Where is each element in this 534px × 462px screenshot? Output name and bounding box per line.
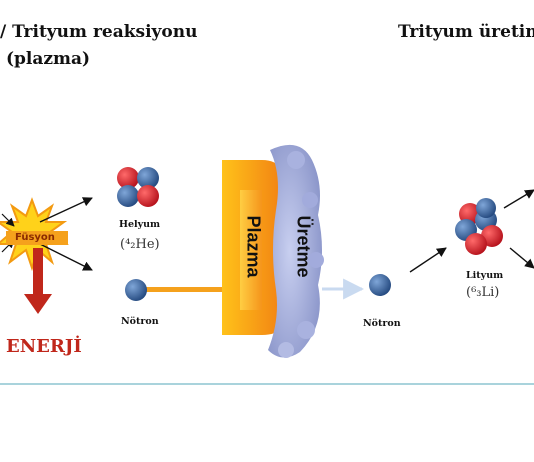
energy-label: ENERJİ	[6, 336, 82, 357]
arrow-lithium-out-upper	[503, 189, 534, 209]
breeding-label: Üretme	[293, 215, 314, 278]
breeding-blanket	[268, 144, 324, 358]
fusion-label: Füsyon	[15, 232, 55, 243]
neutron-beam-left	[146, 287, 224, 292]
title-left-line2: (plazma)	[6, 49, 91, 69]
arrow-burst-to-helium	[39, 197, 93, 223]
neutron-left-label: Nötron	[121, 316, 159, 327]
arrow-neutron-to-lithium	[409, 247, 447, 273]
helium-label: Helyum	[119, 219, 161, 230]
arrow-lithium-out-lower	[509, 247, 534, 269]
neutron-right-icon	[369, 274, 391, 296]
lithium-nucleus-icon	[455, 198, 503, 255]
fusion-label-box	[6, 231, 68, 245]
plasma-label: Plazma	[243, 215, 264, 278]
energy-arrow-icon	[24, 248, 52, 314]
title-left-line1: / Trityum reaksiyonu	[0, 22, 198, 42]
neutron-right-label: Nötron	[363, 318, 401, 329]
neutron-icon	[125, 279, 147, 301]
arrow-in-upper	[1, 213, 15, 227]
helium-formula: (⁴₂He)	[120, 237, 160, 252]
plasma-block	[222, 160, 290, 335]
arrow-burst-to-neutron	[39, 243, 93, 271]
lithium-formula: (⁶₃Li)	[466, 285, 500, 300]
helium-nucleus-icon	[117, 167, 159, 207]
lithium-label: Lityum	[466, 270, 504, 281]
title-right: Trityum üretim	[398, 22, 534, 42]
